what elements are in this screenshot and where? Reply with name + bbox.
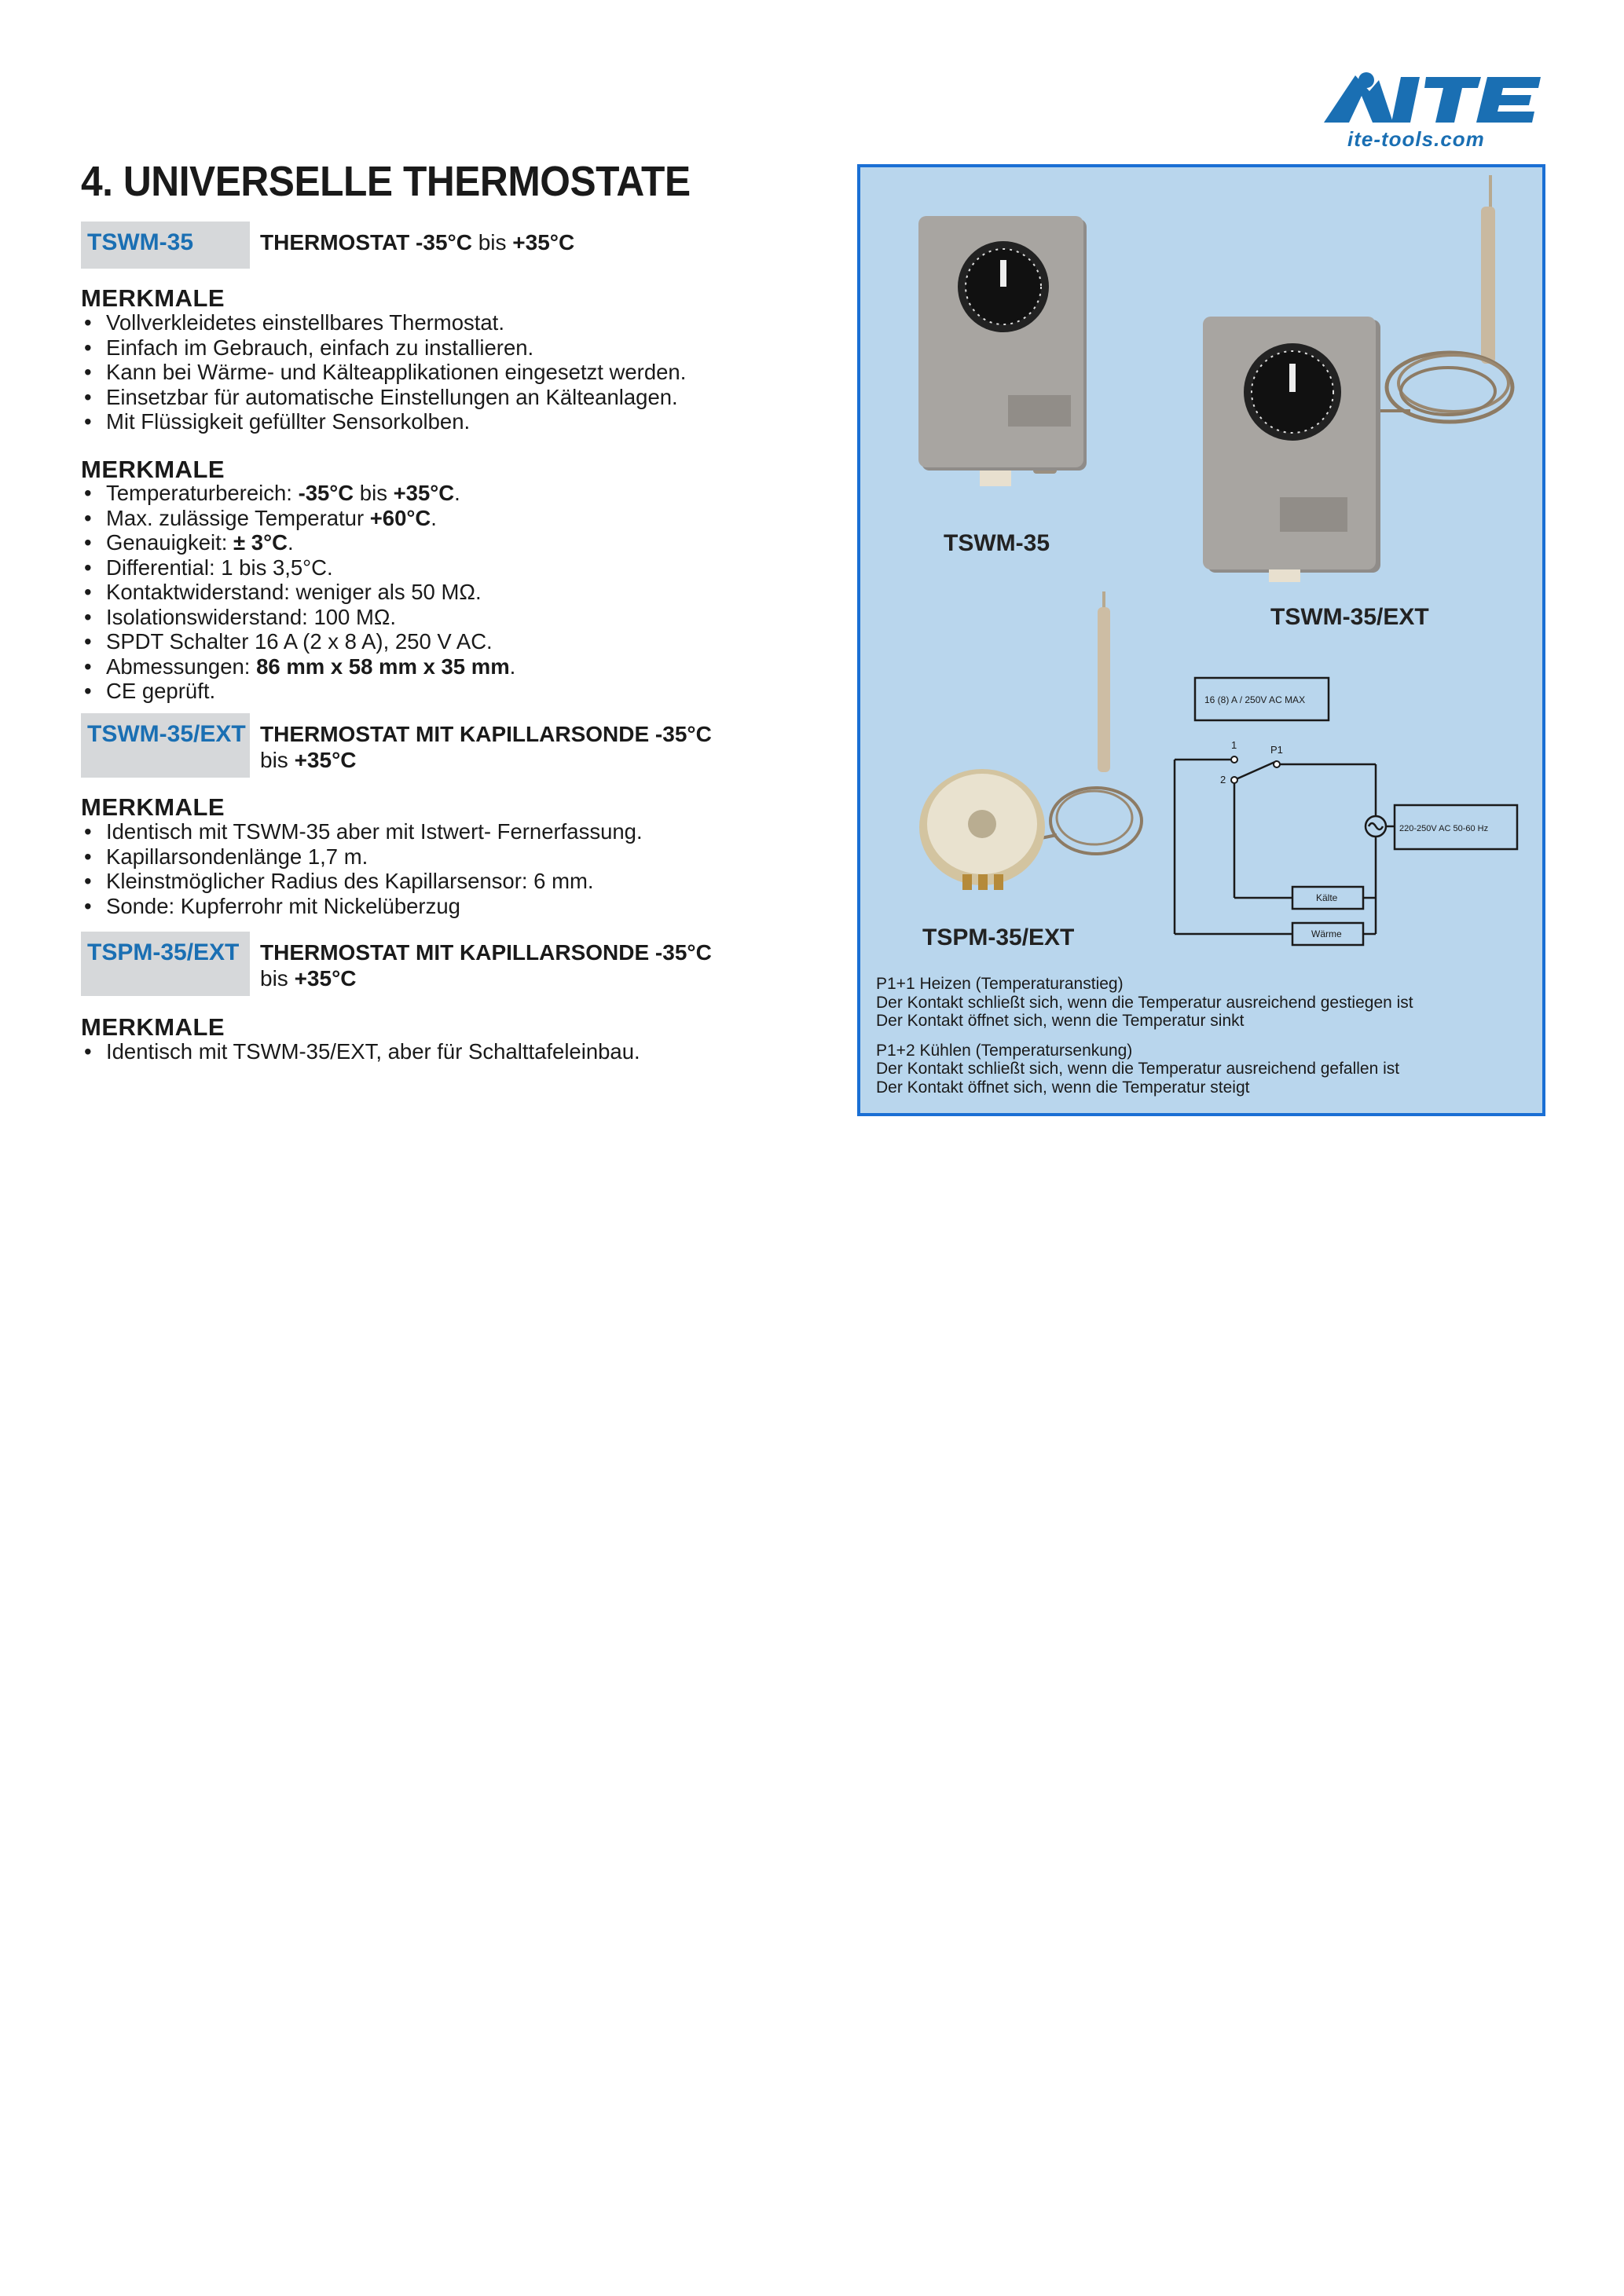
desc-bold: THERMOSTAT -35°C: [260, 230, 472, 255]
list-item: Kann bei Wärme- und Kälteapplikationen e…: [81, 360, 686, 385]
list-item: Sonde: Kupferrohr mit Nickelüberzug: [81, 894, 643, 919]
feature-list: Vollverkleidetes einstellbares Thermosta…: [81, 310, 686, 434]
caption-title: P1+1 Heizen (Temperaturanstieg): [876, 975, 1124, 993]
section-heading: MERKMALE: [81, 456, 225, 483]
list-item: Kontaktwiderstand: weniger als 50 MΩ.: [81, 580, 515, 605]
caption-line: Der Kontakt öffnet sich, wenn die Temper…: [876, 1012, 1245, 1030]
list-item: Vollverkleidetes einstellbares Thermosta…: [81, 310, 686, 335]
caption-line: Der Kontakt schließt sich, wenn die Temp…: [876, 1060, 1400, 1078]
thermostat-tspm-35-ext-image: [919, 591, 1143, 890]
list-item: Isolationswiderstand: 100 MΩ.: [81, 605, 515, 630]
list-item: Einfach im Gebrauch, einfach zu installi…: [81, 335, 686, 361]
section-heading: MERKMALE: [81, 1013, 225, 1041]
list-item: Einsetzbar für automatische Einstellunge…: [81, 385, 686, 410]
list-item: Kapillarsondenlänge 1,7 m.: [81, 844, 643, 870]
thermostat-tswm-35-ext-image: [1203, 175, 1515, 582]
list-item: CE geprüft.: [81, 679, 515, 704]
list-item: Mit Flüssigkeit gefüllter Sensorkolben.: [81, 409, 686, 434]
thermostat-tswm-35-image: [918, 216, 1087, 486]
load-heat-label: Wärme: [1311, 928, 1342, 939]
desc-bold: +35°C: [512, 230, 575, 255]
section-heading: MERKMALE: [81, 793, 225, 821]
terminal-1-label: 1: [1231, 739, 1237, 751]
brand-domain: ite-tools.com: [1347, 127, 1485, 151]
spec-list: Temperaturbereich: -35°C bis +35°C. Max.…: [81, 481, 515, 704]
list-item: Kleinstmöglicher Radius des Kapillarsens…: [81, 869, 643, 894]
list-item: SPDT Schalter 16 A (2 x 8 A), 250 V AC.: [81, 629, 515, 654]
list-item: Abmessungen: 86 mm x 58 mm x 35 mm.: [81, 654, 515, 679]
terminal-2-label: 2: [1220, 774, 1226, 785]
caption-line: Der Kontakt schließt sich, wenn die Temp…: [876, 993, 1413, 1012]
terminal-p1-label: P1: [1270, 744, 1283, 756]
product-image-panel: TSWM-35 TSWM-35/EXT TSPM-35/EXT 16: [857, 164, 1545, 1116]
brand-logo: ite-tools.com: [1300, 61, 1552, 156]
list-item: Temperaturbereich: -35°C bis +35°C.: [81, 481, 515, 506]
model-code: TSPM-35/EXT: [81, 932, 250, 996]
section-heading: MERKMALE: [81, 284, 225, 312]
feature-list: Identisch mit TSWM-35 aber mit Istwert- …: [81, 819, 643, 918]
photo-label: TSPM-35/EXT: [922, 925, 1075, 950]
caption-block-heating: P1+1 Heizen (Temperaturanstieg) Der Kont…: [876, 975, 1528, 1031]
model-description: THERMOSTAT -35°C bis +35°C: [260, 229, 826, 255]
photo-label: TSWM-35/EXT: [1270, 604, 1429, 630]
photo-label: TSWM-35: [944, 530, 1050, 556]
caption-line: Der Kontakt öffnet sich, wenn die Temper…: [876, 1078, 1250, 1097]
page-title: 4. UNIVERSELLE THERMOSTATE: [81, 158, 691, 205]
list-item: Differential: 1 bis 3,5°C.: [81, 555, 515, 580]
load-cold-label: Kälte: [1316, 892, 1338, 903]
model-code: TSWM-35/EXT: [81, 713, 250, 778]
list-item: Max. zulässige Temperatur +60°C.: [81, 506, 515, 531]
desc-line: THERMOSTAT MIT KAPILLARSONDE -35°C: [260, 940, 712, 965]
wiring-diagram: 16 (8) A / 250V AC MAX 220-250V AC 50-60…: [1173, 676, 1519, 947]
feature-list: Identisch mit TSWM-35/EXT, aber für Scha…: [81, 1039, 640, 1064]
diagram-caption: P1+1 Heizen (Temperaturanstieg) Der Kont…: [876, 975, 1528, 1108]
list-item: Identisch mit TSWM-35/EXT, aber für Scha…: [81, 1039, 640, 1064]
desc-plain: bis: [471, 230, 513, 255]
list-item: Genauigkeit: ± 3°C.: [81, 530, 515, 555]
caption-title: P1+2 Kühlen (Temperatursenkung): [876, 1041, 1133, 1060]
model-code: TSWM-35: [81, 222, 250, 269]
desc-line: THERMOSTAT MIT KAPILLARSONDE -35°C: [260, 722, 712, 746]
supply-label: 220-250V AC 50-60 Hz: [1399, 824, 1488, 833]
rating-label: 16 (8) A / 250V AC MAX: [1204, 694, 1305, 705]
caption-block-cooling: P1+2 Kühlen (Temperatursenkung) Der Kont…: [876, 1042, 1528, 1097]
list-item: Identisch mit TSWM-35 aber mit Istwert- …: [81, 819, 643, 844]
ite-logo-icon: [1324, 72, 1541, 123]
